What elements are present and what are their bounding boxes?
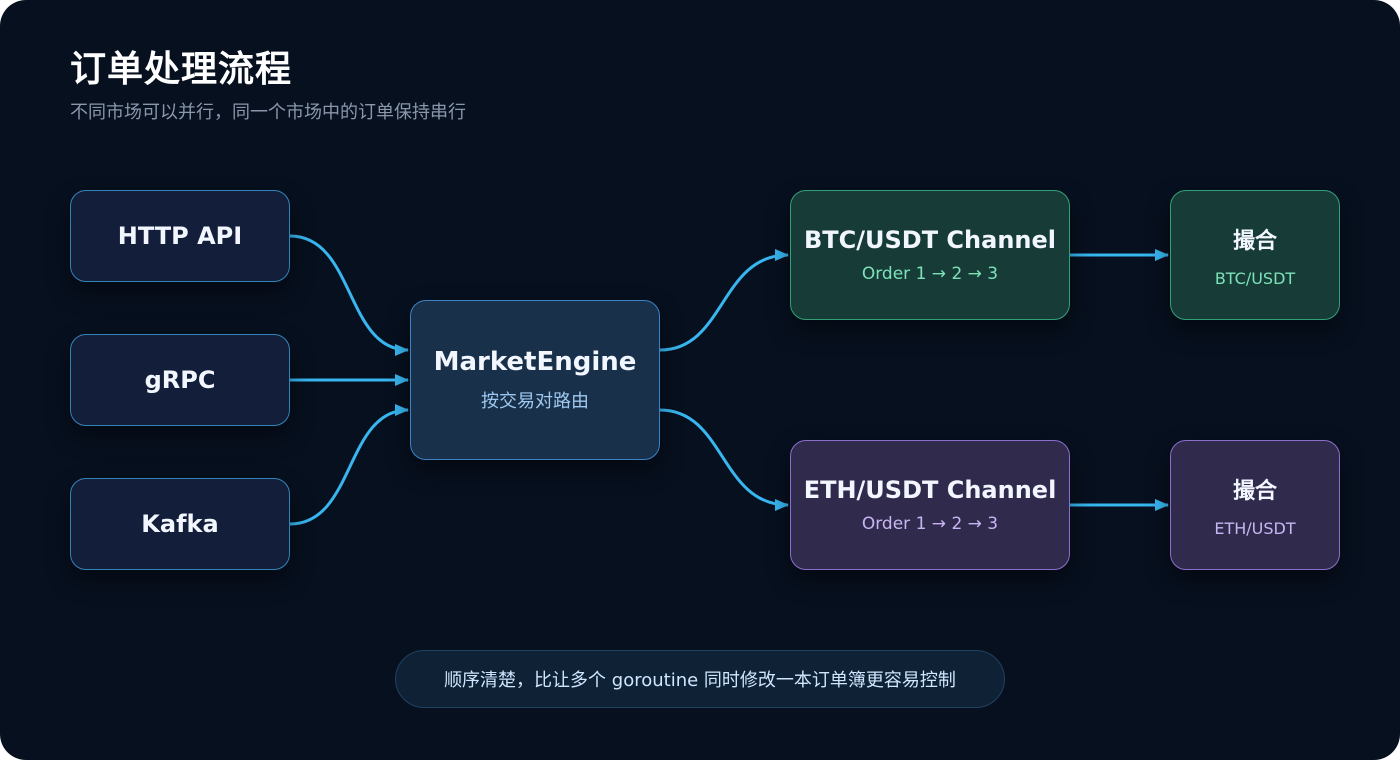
market-engine-node: MarketEngine 按交易对路由 (410, 300, 660, 460)
source-node-http-api: HTTP API (70, 190, 290, 282)
page-subtitle: 不同市场可以并行，同一个市场中的订单保持串行 (70, 102, 466, 123)
channel-label: BTC/USDT Channel (803, 226, 1057, 254)
match-sublabel: BTC/USDT (1214, 268, 1296, 288)
channel-sublabel: Order 1 → 2 → 3 (861, 264, 999, 284)
arrow-kafka-to-engine (289, 404, 409, 526)
match-label: 撮合 (1232, 228, 1277, 254)
arrow-http-to-engine (289, 234, 409, 356)
match-sublabel: ETH/USDT (1214, 518, 1296, 538)
engine-sublabel: 按交易对路由 (481, 391, 589, 412)
match-node-btc: 撮合 BTC/USDT (1170, 190, 1340, 320)
channel-sublabel: Order 1 → 2 → 3 (861, 514, 999, 534)
footer-note: 顺序清楚，比让多个 goroutine 同时修改一本订单簿更容易控制 (395, 650, 1005, 708)
engine-label: MarketEngine (433, 347, 637, 377)
source-label: Kafka (141, 510, 219, 538)
source-label: HTTP API (117, 222, 243, 250)
source-node-kafka: Kafka (70, 478, 290, 570)
channel-node-btc: BTC/USDT Channel Order 1 → 2 → 3 (790, 190, 1070, 320)
page-title: 订单处理流程 (70, 49, 293, 90)
source-node-grpc: gRPC (70, 334, 290, 426)
channel-node-eth: ETH/USDT Channel Order 1 → 2 → 3 (790, 440, 1070, 570)
source-label: gRPC (144, 366, 216, 394)
match-node-eth: 撮合 ETH/USDT (1170, 440, 1340, 570)
arrow-engine-to-eth (659, 408, 789, 511)
arrow-engine-to-btc (659, 249, 789, 352)
channel-label: ETH/USDT Channel (803, 476, 1057, 504)
match-label: 撮合 (1232, 478, 1277, 504)
